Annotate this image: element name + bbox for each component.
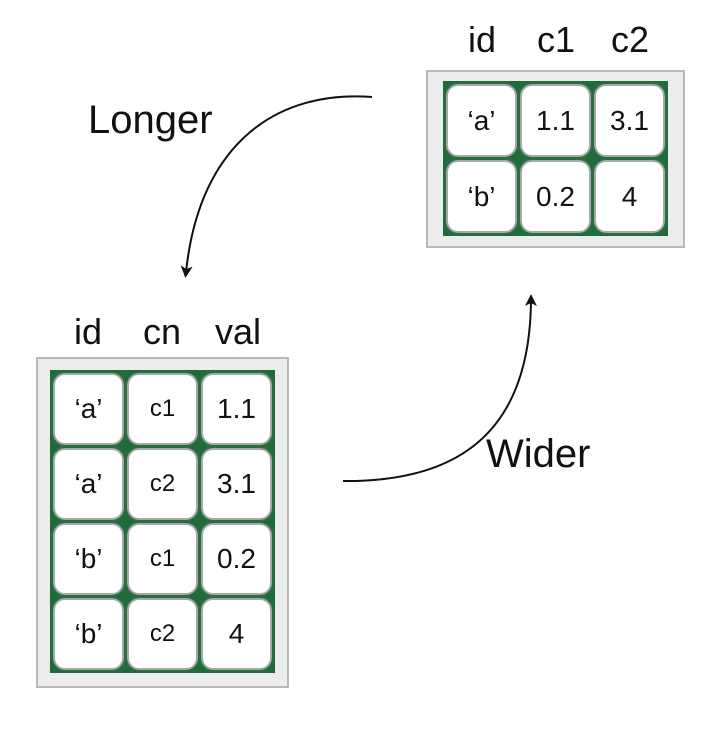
wide-cell-r0-c0: ‘a’ <box>444 82 519 159</box>
wide-cell-r1-c0: ‘b’ <box>444 158 519 235</box>
wide-cell-r0-c2: 3.1 <box>592 82 667 159</box>
wide-table-header-c1: c1 <box>536 19 576 60</box>
long-table-header-val: val <box>214 311 262 352</box>
wide-cell-r0-c1: 1.1 <box>518 82 593 159</box>
wider-arrow <box>342 294 537 483</box>
wide-table-header-c2: c2 <box>610 19 650 60</box>
long-cell-r2-c2: 0.2 <box>199 521 274 597</box>
long-cell-r0-c0: ‘a’ <box>51 371 126 447</box>
long-table-header-cn: cn <box>142 311 182 352</box>
long-cell-r1-c0: ‘a’ <box>51 446 126 522</box>
long-cell-r3-c0: ‘b’ <box>51 596 126 672</box>
long-cell-r0-c1: c1 <box>125 371 200 447</box>
wide-table-header-id: id <box>467 19 497 60</box>
long-cell-r3-c2: 4 <box>199 596 274 672</box>
wide-cell-r1-c1: 0.2 <box>518 158 593 235</box>
long-cell-r0-c2: 1.1 <box>199 371 274 447</box>
wide-cell-r1-c2: 4 <box>592 158 667 235</box>
long-cell-r1-c1: c2 <box>125 446 200 522</box>
long-cell-r2-c0: ‘b’ <box>51 521 126 597</box>
wider-label: Wider <box>486 432 591 476</box>
longer-label: Longer <box>88 98 213 142</box>
long-table-header-id: id <box>73 311 103 352</box>
long-cell-r3-c1: c2 <box>125 596 200 672</box>
long-cell-r1-c2: 3.1 <box>199 446 274 522</box>
long-cell-r2-c1: c1 <box>125 521 200 597</box>
long-table-grid: ‘a’ c1 1.1 ‘a’ c2 3.1 ‘b’ c1 0.2 ‘b’ c2 … <box>50 370 275 673</box>
longer-arrow <box>180 95 373 278</box>
wide-table-grid: ‘a’ 1.1 3.1 ‘b’ 0.2 4 <box>443 81 668 236</box>
